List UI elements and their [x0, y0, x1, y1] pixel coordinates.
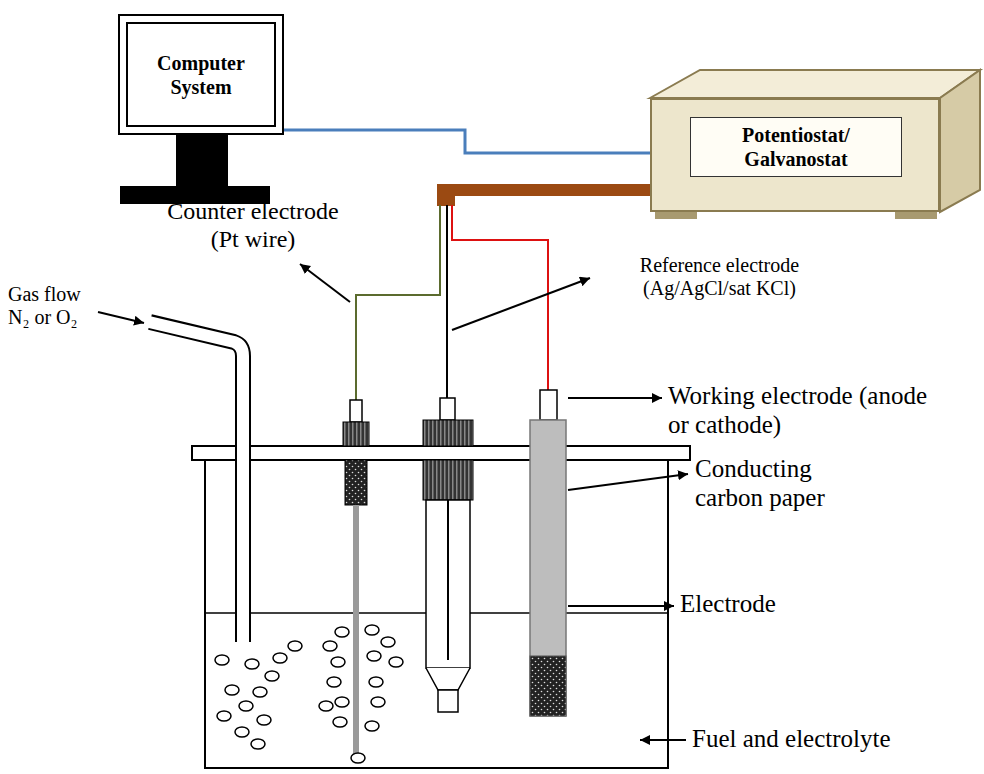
- node-text: Potentiostat/ Galvanostat: [695, 123, 897, 171]
- cable: [443, 184, 652, 196]
- label-panel: Potentiostat/ Galvanostat: [690, 117, 902, 177]
- electrode-layer: [530, 656, 566, 716]
- cable-connector: [284, 130, 650, 153]
- cell-cover: [192, 446, 690, 460]
- node-text: Computer System: [132, 51, 270, 99]
- counter-holder: [345, 460, 367, 505]
- device-side: [940, 70, 980, 212]
- gas-tube: [150, 322, 243, 642]
- wire-working: [452, 205, 548, 390]
- device-foot: [895, 211, 937, 219]
- device-foot: [655, 211, 697, 219]
- leader-arrows: [98, 264, 688, 740]
- pt-wire: [353, 505, 359, 755]
- cable-end: [437, 184, 455, 206]
- gas-bubbles: [215, 625, 403, 763]
- part-label: Electrode: [680, 590, 880, 619]
- label-panel: Computer System: [126, 22, 276, 127]
- gas-label: Gas flow N₂ or O₂: [8, 283, 100, 329]
- electrode-label: Counter electrode (Pt wire): [158, 198, 348, 253]
- potentiostat-box: Potentiostat/ Galvanostat: [650, 98, 940, 212]
- device-top: [650, 70, 980, 98]
- working-cap: [540, 390, 557, 420]
- computer-monitor: Computer System: [118, 14, 284, 135]
- electrode-label: Reference electrode (Ag/AgCl/sat KCl): [597, 254, 842, 300]
- reference-body: [426, 500, 470, 668]
- carbon-paper: [530, 420, 566, 716]
- gas-tube-inner: [149, 322, 243, 643]
- reference-cone: [426, 668, 470, 690]
- counter-cap: [350, 400, 362, 422]
- wire-reference: [446, 205, 448, 398]
- reference-knurl: [423, 460, 473, 500]
- reference-tip: [438, 690, 458, 712]
- part-label: Conducting carbon paper: [695, 455, 867, 513]
- part-label: Fuel and electrolyte: [692, 725, 977, 754]
- reference-knurl: [423, 420, 473, 446]
- monitor-stand: [176, 135, 228, 187]
- beaker: [205, 460, 668, 768]
- reference-cap: [440, 398, 455, 420]
- counter-knurl: [343, 422, 369, 446]
- electrode-label: Working electrode (anode or cathode): [668, 382, 930, 440]
- reference-wire: [447, 500, 449, 660]
- wire-counter: [356, 205, 440, 400]
